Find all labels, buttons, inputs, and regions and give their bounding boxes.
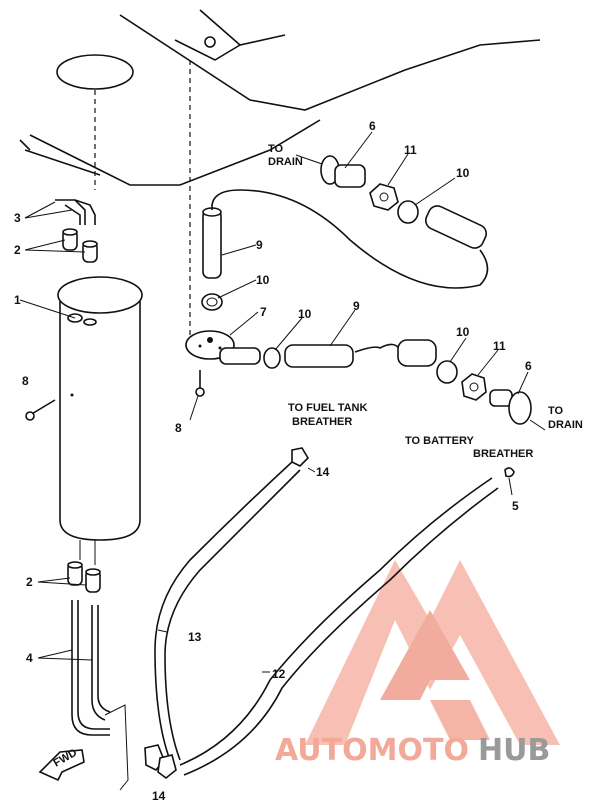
- fitting-part-6-right: [489, 389, 532, 425]
- screw-part-8-left: [25, 399, 56, 421]
- watermark-text-hub: HUB: [478, 733, 550, 768]
- callout-8-center: 8: [175, 421, 182, 435]
- hose-link: [354, 343, 401, 353]
- callout-6-top: 6: [369, 119, 376, 133]
- pipe-part-4: [71, 600, 129, 791]
- callout-7: 7: [260, 305, 267, 319]
- battery-breather-line2: BREATHER: [473, 448, 533, 460]
- clip-part-5: [504, 467, 515, 496]
- leader-lines: [19, 131, 546, 673]
- hose-part-9-short: [397, 339, 437, 367]
- panel-hole: [56, 54, 134, 90]
- callout-14-bottom: 14: [152, 789, 166, 803]
- callout-1: 1: [14, 293, 21, 307]
- callout-12: 12: [272, 667, 286, 681]
- fwd-arrow-icon: [38, 749, 85, 782]
- watermark-logo: [305, 560, 560, 745]
- callout-9-vertical: 9: [256, 238, 263, 252]
- callout-13: 13: [188, 630, 202, 644]
- callout-10-right: 10: [456, 325, 470, 339]
- fuel-tank-breather-line2: BREATHER: [292, 416, 352, 428]
- callout-2-top: 2: [14, 243, 21, 257]
- grommet-part-2-bottom: [67, 561, 101, 593]
- bracket-part-3: [55, 199, 96, 225]
- callout-9-horizontal: 9: [353, 299, 360, 313]
- grommet-part-2-top: [62, 228, 98, 263]
- joint-part-7: [185, 330, 261, 365]
- callout-11-top: 11: [404, 143, 417, 157]
- fitting-part-6-top: [320, 155, 366, 188]
- watermark-text-automoto: AUTOMOTO: [275, 733, 469, 768]
- to-drain-right-line1: TO: [548, 405, 564, 417]
- hose-part-9-vertical: [202, 207, 222, 279]
- callout-3: 3: [14, 211, 21, 225]
- callout-4: 4: [26, 651, 33, 665]
- callout-8-left: 8: [22, 374, 29, 388]
- clamp-part-10-right: [436, 360, 458, 384]
- callout-10-mid: 10: [298, 307, 312, 321]
- screw-part-8-center: [195, 370, 205, 397]
- callout-11-right: 11: [493, 339, 506, 353]
- callout-6-right: 6: [525, 359, 532, 373]
- fuel-tank-breather-line1: TO FUEL TANK: [288, 402, 368, 414]
- hose-part-end-top: [424, 205, 488, 249]
- canister-part-1: [57, 276, 143, 565]
- callout-14-top: 14: [316, 465, 330, 479]
- to-drain-right-line2: DRAIN: [548, 419, 583, 431]
- hose-part-12: [179, 477, 499, 776]
- callout-10-top: 10: [456, 166, 470, 180]
- hose-part-13: [154, 461, 301, 761]
- nut-part-11-right: [461, 373, 487, 401]
- frame-panel: [19, 9, 541, 186]
- to-drain-top-line1: TO: [268, 143, 284, 155]
- callout-10-upper: 10: [256, 273, 270, 287]
- nut-part-11-top: [369, 183, 399, 211]
- clamp-part-10-top: [397, 200, 419, 224]
- drain-hose-line: [211, 189, 489, 289]
- battery-breather-line1: TO BATTERY: [405, 435, 475, 447]
- hose-part-9-horizontal: [284, 344, 354, 368]
- callout-2-bottom: 2: [26, 575, 33, 589]
- callout-5: 5: [512, 499, 519, 513]
- clamp-part-10-mid: [263, 347, 281, 369]
- clip-part-14-top: [291, 447, 310, 467]
- to-drain-top-line2: DRAIN: [268, 156, 303, 168]
- clip-part-14-bottom: [144, 744, 177, 780]
- clamp-part-10-upper: [201, 293, 223, 311]
